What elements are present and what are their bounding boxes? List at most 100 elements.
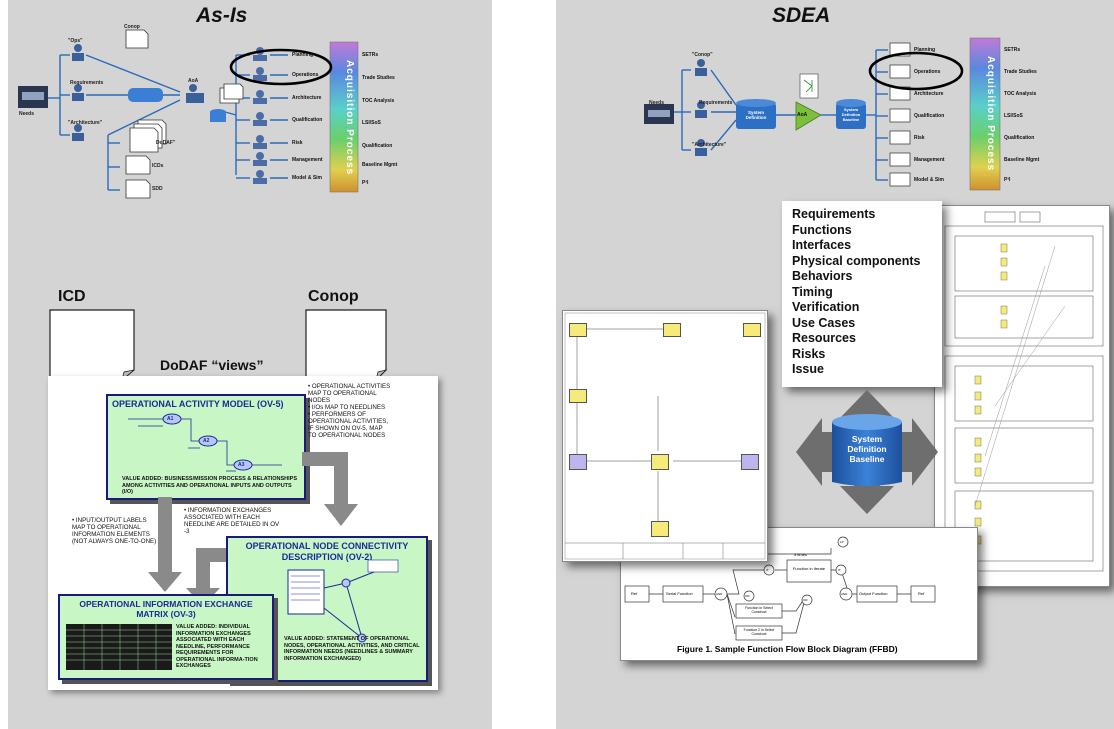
action-node-6 [651, 521, 669, 537]
ov5-activity-diagram [128, 413, 282, 472]
requirements-label: Requirements [70, 80, 104, 86]
sdea-aoa-label: AoA [797, 112, 808, 118]
process-item-risk: Risk [292, 140, 303, 146]
sdd-label: SDD [152, 186, 163, 192]
list-item-requirements: Requirements [792, 207, 876, 221]
acq-item-baseline: Baseline Mgmt [362, 162, 398, 168]
object-node-1 [569, 454, 587, 470]
system-definition-label: System Definition [745, 110, 767, 120]
sdea-process-qualification: Qualification [914, 113, 945, 119]
action-node-5 [651, 454, 669, 470]
activity-flow-diagram [564, 312, 766, 560]
as-is-panel: As-Is [8, 0, 492, 729]
sdea-conop-label: "Conop" [692, 52, 713, 58]
sdea-process-architecture: Architecture [914, 91, 944, 97]
ffbd-diagram [624, 536, 936, 641]
ffbd-lp: LP [840, 540, 844, 544]
sdea-process-management: Management [914, 157, 945, 163]
bullet-r1: • OPERATIONAL ACTIVITIES MAP TO OPERATIO… [308, 383, 391, 404]
process-item-qualification: Qualification [292, 117, 323, 123]
as-is-title: As-Is [196, 4, 248, 27]
baseline-label: System Definition Baseline [841, 107, 861, 122]
bullet-r2: • I/Os MAP TO NEEDLINES [308, 404, 386, 411]
sdea-acq-toc: TOC Analysis [1004, 91, 1037, 97]
sdea-requirements-label: Requirements [699, 100, 733, 106]
acq-item-lsi: LSI/SoS [362, 120, 381, 126]
acq-item-trade-studies: Trade Studies [362, 75, 395, 81]
object-node-2 [741, 454, 759, 470]
process-item-planning: Planning [292, 52, 314, 58]
sdea-title: SDEA [772, 4, 831, 27]
sdea-needs-label: Needs [649, 100, 665, 106]
list-item-functions: Functions [792, 222, 852, 237]
ov2-value: VALUE ADDED: STATEMENT OF OPERATIONAL NO… [284, 636, 420, 662]
sdea-process-model-sim: Model & Sim [914, 177, 945, 183]
ov3-value: VALUE ADDED: INDIVIDUAL INFORMATION EXCH… [176, 624, 258, 669]
list-item-use-cases: Use Cases [792, 315, 856, 330]
bullet-r3: • PERFORMERS OF OPERATIONAL ACTIVITIES, … [308, 411, 389, 439]
ffbd-serial: Serial Function [666, 591, 693, 596]
ov5-node-a3: A3 [238, 462, 245, 468]
behavior-diagram [944, 211, 1104, 572]
sdea-acq-lsi: LSI/SoS [1004, 113, 1023, 119]
ffbd-select1: Function in Select Construct [745, 606, 773, 614]
behavior-diagram-card [934, 205, 1110, 587]
sdea-flow-connectors [644, 37, 1001, 191]
ffbd-select2: Function 2 in Select Construct [743, 628, 775, 636]
list-item-risks: Risks [792, 346, 826, 361]
process-item-operations: Operations [292, 72, 319, 78]
activity-flow-card [562, 310, 768, 562]
bullets-right: • OPERATIONAL ACTIVITIES MAP TO OPERATIO… [308, 383, 392, 439]
ops-label: "Ops" [68, 38, 83, 44]
ffbd-caption: Figure 1. Sample Function Flow Block Dia… [677, 644, 898, 654]
elements-list-card: Requirements Functions Interfaces Physic… [782, 201, 942, 387]
ov5-box: OPERATIONAL ACTIVITY MODEL (OV-5) A1 A2 … [106, 394, 306, 500]
sdea-panel: SDEA [556, 0, 1114, 729]
ffbd-it-right: IT [838, 568, 841, 572]
ov3-title: OPERATIONAL INFORMATION EXCHANGE MATRIX … [79, 599, 253, 619]
acq-item-toc: TOC Analysis [362, 98, 395, 104]
ov3-box: OPERATIONAL INFORMATION EXCHANGE MATRIX … [58, 594, 274, 680]
baseline-cylinder-graphic [796, 390, 938, 514]
document-shapes [49, 309, 388, 382]
as-is-flow-connectors [18, 29, 359, 199]
ffbd-ref-left: Ref [631, 591, 638, 596]
cylinder-line-3: Baseline [849, 454, 885, 464]
process-item-model-sim: Model & Sim [292, 175, 323, 181]
ffbd-and-left: AND [716, 592, 723, 596]
icds-label: ICDs [152, 163, 164, 169]
action-node-2 [663, 323, 681, 337]
sdea-acquisition-label: Acquisition Process [985, 56, 996, 172]
sdea-acq-qualification: Qualification [1004, 135, 1035, 141]
dodaf-views-title: DoDAF “views” [160, 357, 264, 373]
cylinder-label: System Definition Baseline [837, 434, 897, 464]
conop-doc-label: Conop [124, 24, 140, 30]
dodaf-label: DoDAF" [156, 140, 176, 146]
list-item-issue: Issue [792, 362, 824, 376]
sdea-acq-p3i: P³I [1004, 177, 1011, 183]
ffbd-output: Output Function [859, 591, 888, 596]
process-item-architecture: Architecture [292, 95, 322, 101]
ov5-title: OPERATIONAL ACTIVITY MODEL (OV-5) [112, 399, 284, 409]
ffbd-or-right: OR [803, 598, 808, 602]
acquisition-process-label: Acquisition Process [344, 60, 355, 176]
ov2-title: OPERATIONAL NODE CONNECTIVITY DESCRIPTIO… [245, 541, 409, 562]
cylinder-line-2: Definition [847, 444, 887, 454]
action-node-3 [743, 323, 761, 337]
list-item-timing: Timing [792, 284, 833, 299]
sdea-acq-baseline: Baseline Mgmt [1004, 157, 1040, 163]
flow-arrows [148, 452, 358, 606]
acq-item-p3i: P³I [362, 180, 369, 186]
bullet-left: • INPUT/OUTPUT LABELS MAP TO OPERATIONAL… [72, 517, 157, 545]
sdea-process-operations: Operations [914, 69, 941, 75]
ov3-matrix [66, 624, 172, 670]
ffbd-iterate: Function in Iterate [792, 566, 826, 571]
ffbd-or-left: OR [745, 594, 750, 598]
elements-list: Requirements Functions Interfaces Physic… [792, 207, 921, 378]
ffbd-and-right: AND [841, 592, 848, 596]
ffbd-it-left: IT [766, 568, 769, 572]
cylinder-line-1: System [851, 434, 883, 444]
needs-label: Needs [19, 111, 35, 117]
acq-item-qualification: Qualification [362, 143, 393, 149]
aoa-label: AoA [188, 78, 199, 84]
